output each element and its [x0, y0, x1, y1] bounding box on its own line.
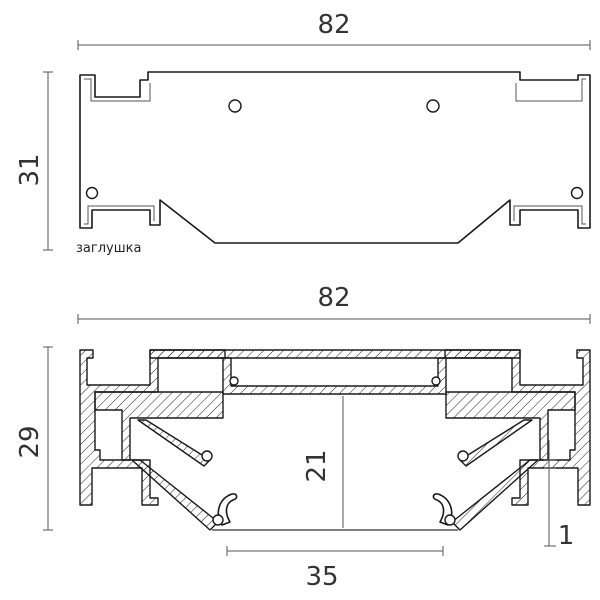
cap-right-top-channel	[515, 78, 586, 102]
bottom-view: 82 29	[15, 283, 591, 592]
profile-left-shelf	[94, 391, 224, 461]
groove-hole-left	[229, 376, 239, 386]
bottom-height-dimension: 29	[15, 346, 53, 531]
profile-right-diagonal-upper	[459, 419, 533, 467]
profile-inner-channel	[222, 357, 447, 395]
cap-left-bottom-channel	[84, 205, 155, 225]
cap-hole-1	[228, 99, 242, 113]
lip-dimension: 1	[544, 440, 574, 551]
bottom-width-dimension: 82	[77, 283, 591, 324]
cap-hole-3	[85, 186, 99, 200]
cap-left-top-channel	[84, 78, 151, 102]
diffuser-clip-right	[457, 450, 469, 462]
opening-label: 35	[305, 562, 338, 592]
top-height-dimension: 31	[15, 71, 53, 251]
end-cap-outline	[79, 71, 591, 244]
groove-hole-right	[431, 376, 441, 386]
inner-height-label: 21	[302, 449, 332, 482]
opening-dimension: 35	[226, 546, 444, 592]
cap-hole-2	[426, 99, 440, 113]
top-view: 82 31 заглушка	[15, 10, 591, 256]
diffuser-clip-left	[201, 450, 213, 462]
diffuser-hook-left	[217, 493, 238, 526]
cap-right-bottom-channel	[513, 205, 586, 225]
profile-top-bridge	[149, 349, 521, 359]
inner-height-dimension: 21	[302, 396, 344, 528]
top-width-label: 82	[317, 10, 350, 40]
end-cap-caption: заглушка	[76, 241, 141, 256]
top-width-dimension: 82	[77, 10, 591, 50]
hook-end-left	[212, 514, 224, 526]
bottom-height-label: 29	[15, 425, 45, 458]
lip-label: 1	[558, 521, 575, 551]
hook-end-right	[444, 514, 456, 526]
bottom-width-label: 82	[317, 283, 350, 313]
cap-hole-4	[570, 186, 584, 200]
profile-right-shelf	[445, 391, 576, 461]
top-height-label: 31	[15, 153, 45, 186]
profile-left-diagonal-upper	[137, 419, 211, 467]
